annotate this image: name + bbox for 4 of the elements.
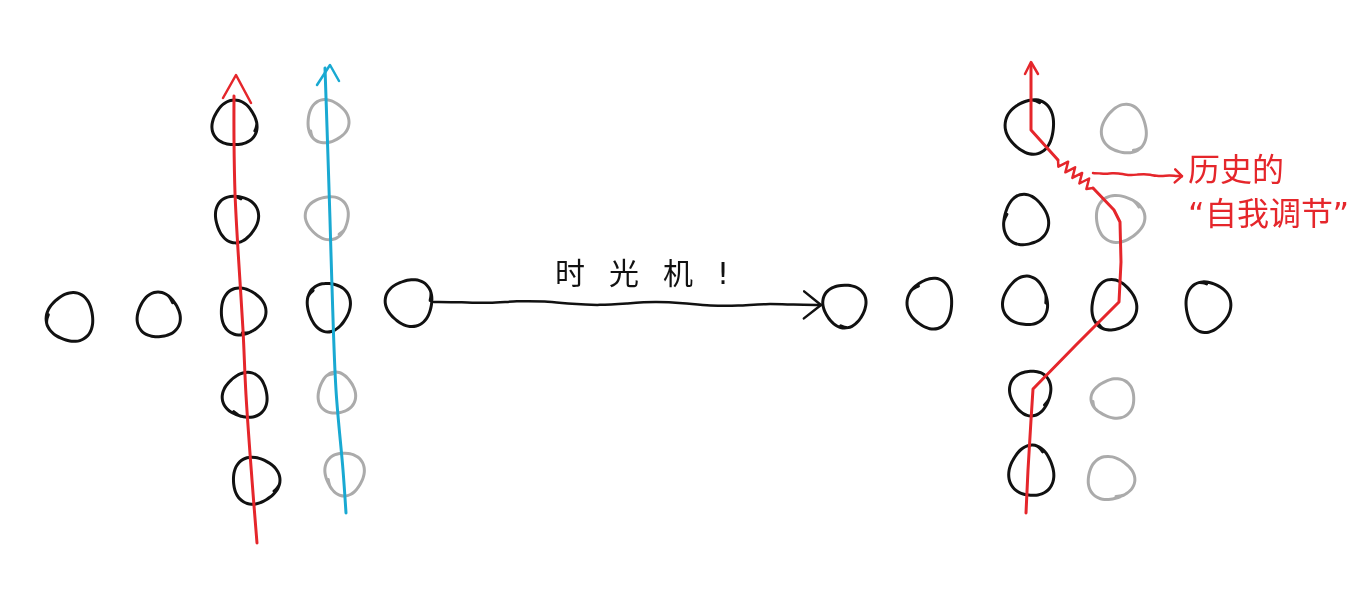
zigzag-segment: [1056, 158, 1095, 191]
arrow: [432, 290, 823, 320]
leader-arrow: [1091, 168, 1184, 184]
annotation-text: 历史的“自我调节”: [1182, 148, 1356, 236]
